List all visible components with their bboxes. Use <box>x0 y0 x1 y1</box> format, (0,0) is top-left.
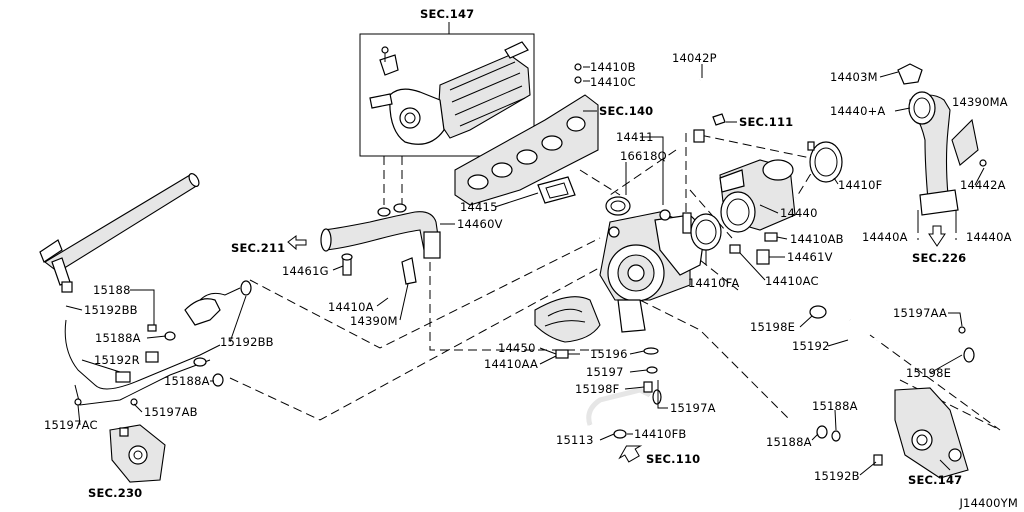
diagram-id: J14400YM <box>958 496 1018 510</box>
label-16618q: 16618Q <box>620 149 667 163</box>
label-15198e-right: 15198E <box>906 366 951 380</box>
label-14440a-left: 14440A <box>862 230 908 244</box>
intake-air-hose <box>320 203 441 259</box>
v-band-clamp-turbo <box>690 213 722 251</box>
label-15192bb-mid: 15192BB <box>220 335 274 349</box>
label-14390m: 14390M <box>350 314 398 328</box>
label-14440a-right: 14440A <box>966 230 1012 244</box>
label-14410ac: 14410AC <box>765 274 819 288</box>
label-14410b: 14410B <box>590 60 636 74</box>
manifold-gasket <box>537 176 576 204</box>
arrow-to-sec110 <box>618 445 643 463</box>
egr-cooler-lower <box>894 387 969 479</box>
label-14403m: 14403M <box>830 70 878 84</box>
label-15197a: 15197A <box>670 401 716 415</box>
water-pump-housing <box>109 424 166 483</box>
bolt-14410aa <box>555 349 580 359</box>
label-15113: 15113 <box>556 433 594 447</box>
label-14461g: 14461G <box>282 264 329 278</box>
label-14461v: 14461V <box>787 250 833 264</box>
hose-sensor <box>341 253 353 276</box>
v-band-clamp-top <box>807 141 843 183</box>
label-14442a: 14442A <box>960 178 1006 192</box>
part-labels: SEC.147 14410B 14410C SEC.140 14042P SEC… <box>44 7 1018 510</box>
label-sec110: SEC.110 <box>646 452 700 466</box>
exhaust-downpipe <box>897 63 987 228</box>
label-15192r: 15192R <box>94 353 140 367</box>
label-14410c: 14410C <box>590 75 636 89</box>
label-14450: 14450 <box>498 341 536 355</box>
sec147-frame <box>359 33 535 157</box>
coolant-return-hose <box>586 347 662 439</box>
label-leaders <box>65 22 985 476</box>
label-sec230: SEC.230 <box>88 486 142 500</box>
coolant-main-pipe <box>39 173 200 293</box>
label-sec147-top: SEC.147 <box>420 7 474 21</box>
label-14410fa: 14410FA <box>688 276 739 290</box>
label-15198e-top: 15198E <box>750 320 795 334</box>
label-15197: 15197 <box>586 365 624 379</box>
label-15198f: 15198F <box>575 382 619 396</box>
label-14410aa: 14410AA <box>484 357 538 371</box>
turbo-gasket <box>605 196 631 216</box>
label-15192: 15192 <box>792 339 830 353</box>
bolts-outlet <box>729 232 778 265</box>
label-sec211: SEC.211 <box>231 241 285 255</box>
label-14410a: 14410A <box>328 300 374 314</box>
egr-cooler-assembly <box>369 41 531 145</box>
exhaust-outlet-elbow <box>719 159 796 233</box>
label-14415: 14415 <box>460 200 498 214</box>
label-15196: 15196 <box>590 347 628 361</box>
hose-bracket <box>401 257 417 285</box>
label-sec226: SEC.226 <box>912 251 966 265</box>
label-15197aa: 15197AA <box>893 306 947 320</box>
label-15188a-mid: 15188A <box>164 374 210 388</box>
label-14440-a: 14440+A <box>830 104 886 118</box>
heat-insulator <box>534 296 601 343</box>
label-sec140: SEC.140 <box>599 104 653 118</box>
label-15192bb-left: 15192BB <box>84 303 138 317</box>
label-14410fb: 14410FB <box>634 427 687 441</box>
label-14460v: 14460V <box>457 217 503 231</box>
label-14410ab: 14410AB <box>790 232 844 246</box>
label-14440: 14440 <box>780 206 818 220</box>
label-15188a-left: 15188A <box>95 331 141 345</box>
label-15197ab: 15197AB <box>144 405 198 419</box>
label-14410f: 14410F <box>838 178 882 192</box>
arrow-to-sec226 <box>928 225 946 247</box>
label-15188a-bottom: 15188A <box>766 435 812 449</box>
label-14390ma: 14390MA <box>952 95 1008 109</box>
turbocharger-body <box>599 209 706 333</box>
label-15192b: 15192B <box>814 469 860 483</box>
label-14411: 14411 <box>616 130 654 144</box>
coolant-pipe-assembly-left <box>64 280 252 406</box>
label-sec147-bottom: SEC.147 <box>908 473 962 487</box>
arrow-to-sec211 <box>287 235 307 251</box>
label-15188a-right: 15188A <box>812 399 858 413</box>
exhaust-manifold <box>454 63 599 206</box>
label-15188: 15188 <box>93 283 131 297</box>
oil-feed-tube <box>681 78 726 143</box>
label-14042p: 14042P <box>672 51 717 65</box>
label-15197ac: 15197AC <box>44 418 98 432</box>
label-sec111: SEC.111 <box>739 115 793 129</box>
coolant-pipe-assembly-right <box>809 305 975 466</box>
